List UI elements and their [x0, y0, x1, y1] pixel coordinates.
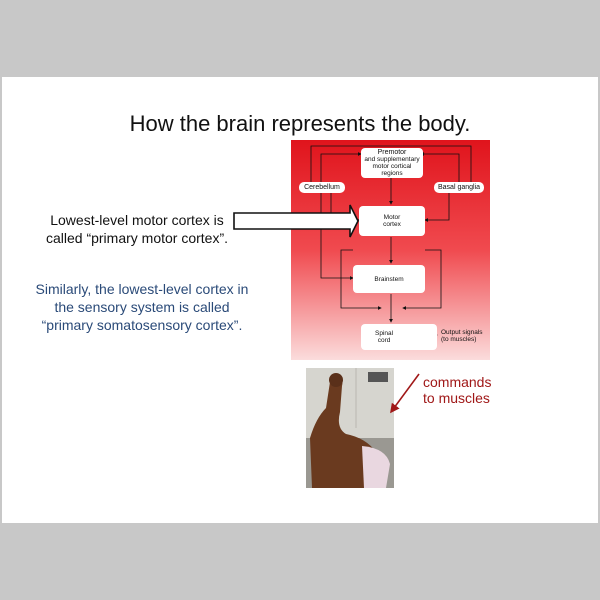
motor-cortex-box: Motor cortex — [359, 206, 425, 236]
output-signals-label: Output signals (to muscles) — [441, 329, 483, 343]
slide-title: How the brain represents the body. — [129, 111, 471, 136]
sensory-note-line-2: the sensory system is called — [54, 299, 230, 315]
sensory-note-line-3: “primary somatosensory cortex”. — [41, 317, 243, 333]
motor-cortex-pointer-arrow — [233, 204, 359, 238]
spinal-cord-box: Spinal cord — [361, 324, 437, 350]
basal-ganglia-box: Basal ganglia — [434, 182, 484, 193]
commands-line-1: commands — [423, 374, 492, 390]
spinal-cord-label-1: Spinal — [375, 330, 394, 337]
motor-note-line-2: called “primary motor cortex”. — [45, 230, 229, 246]
premotor-label: Premotor — [377, 149, 407, 156]
premotor-sub-1: and supplementary — [364, 156, 420, 163]
slide: How the brain represents the body. Lowes… — [2, 77, 598, 523]
cerebellum-box: Cerebellum — [299, 182, 345, 193]
motor-cortex-label-1: Motor — [383, 214, 401, 221]
motor-system-diagram: Premotor and supplementary motor cortica… — [291, 140, 490, 360]
sensory-cortex-note: Similarly, the lowest-level cortex in th… — [12, 280, 272, 334]
motor-cortex-note: Lowest-level motor cortex is called “pri… — [32, 211, 242, 247]
output-label-2: (to muscles) — [441, 336, 477, 343]
output-label-1: Output signals — [441, 329, 483, 336]
spinal-cord-label-2: cord — [377, 337, 391, 344]
slide-arrows — [233, 204, 420, 414]
arm-illustration — [306, 368, 394, 488]
arm-flex-photo — [306, 368, 394, 488]
motor-cortex-label-2: cortex — [383, 221, 401, 228]
sensory-note-line-1: Similarly, the lowest-level cortex in — [35, 281, 249, 297]
premotor-box: Premotor and supplementary motor cortica… — [361, 148, 423, 178]
brainstem-box: Brainstem — [353, 265, 425, 293]
commands-arrow — [390, 373, 420, 414]
commands-line-2: to muscles — [423, 390, 490, 406]
motor-note-line-1: Lowest-level motor cortex is — [50, 212, 224, 228]
premotor-sub-2: motor cortical regions — [372, 163, 412, 177]
commands-to-muscles-label: commands to muscles — [423, 374, 491, 406]
